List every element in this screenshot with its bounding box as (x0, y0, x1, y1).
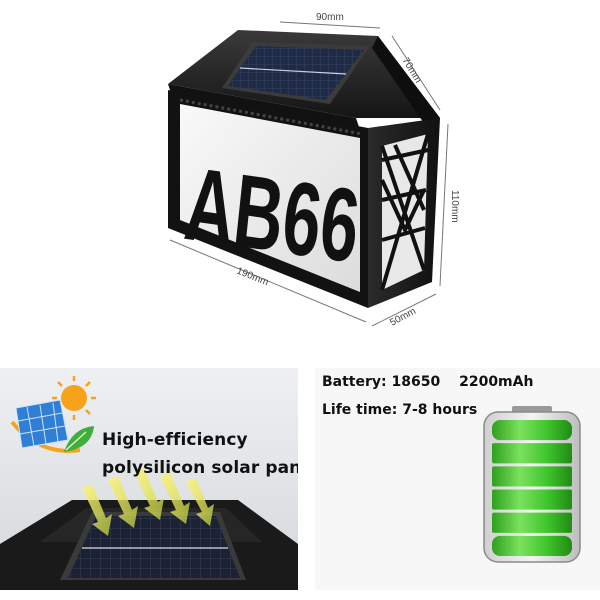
battery-cell (492, 466, 572, 487)
battery-capacity: 2200mAh (459, 374, 534, 390)
dim-depth: 50mm (388, 306, 418, 329)
battery-cell (492, 535, 572, 556)
battery-life-time: Life time: 7-8 hours (322, 402, 478, 418)
dim-top-width: 90mm (316, 12, 344, 23)
roof-solar-panel (222, 42, 370, 104)
solar-panel-illustration (0, 376, 298, 590)
solar-panel-feature: High-efficiency polysilicon solar panel (0, 368, 298, 590)
battery-cell (492, 420, 572, 441)
sunlight-arrows (82, 468, 214, 536)
lamp-side (368, 118, 440, 308)
house-number-text: AB66 (180, 146, 365, 286)
solar-headline-line1: High-efficiency (102, 430, 248, 450)
solar-headline-line2: polysilicon solar panel (102, 458, 298, 478)
battery-label: Battery: 18650 (322, 374, 441, 390)
battery-spec: Battery: 18650 2200mAh (322, 374, 533, 390)
battery-icon (483, 406, 581, 563)
lamp-front: AB66 (168, 90, 368, 308)
product-illustration: AB66 90mm 70mm 110mm 190mm 50mm (168, 12, 460, 329)
lamp-top-closeup (0, 500, 298, 590)
dim-height: 110mm (449, 190, 460, 223)
battery-charge-cells (492, 420, 572, 556)
battery-cell (492, 512, 572, 533)
battery-feature: Battery: 18650 2200mAh Life time: 7-8 ho… (315, 368, 600, 590)
battery-cell (492, 489, 572, 510)
solar-energy-icon (10, 376, 96, 453)
dimension-lines (169, 21, 449, 327)
battery-cell (492, 443, 572, 464)
